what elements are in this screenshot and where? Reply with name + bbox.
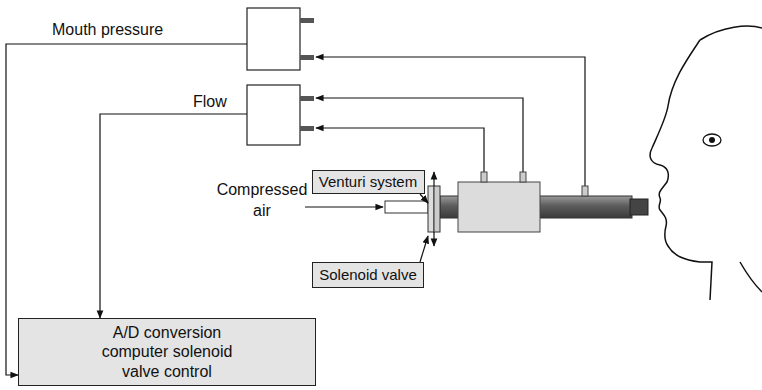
box-label: Venturi system (319, 173, 417, 191)
neck-line (740, 262, 762, 292)
pressure-transducer (247, 8, 300, 70)
head-profile (650, 40, 712, 300)
pointer-line (420, 236, 428, 262)
eye (703, 134, 721, 146)
pressure-port (582, 186, 588, 196)
valve-motion-arrow (433, 232, 434, 246)
pressure-port (481, 172, 487, 182)
head-profile (700, 26, 762, 40)
air-inlet (385, 201, 428, 213)
air-arrow (305, 206, 383, 207)
box-label: Solenoid valve (319, 266, 417, 284)
transducer-pin (300, 55, 314, 60)
component-box: Solenoid valve (312, 262, 424, 288)
signal-label: Flow (193, 92, 227, 113)
pressure-port (520, 172, 526, 182)
input-label: Compressed air (214, 180, 310, 222)
pointer-line (420, 194, 428, 203)
transducer-pin (300, 126, 314, 131)
valve-motion-arrow (433, 172, 434, 186)
transducer-pin (300, 18, 314, 23)
component-box: Venturi system (312, 170, 425, 194)
computer-box: A/D conversion computer solenoid valve c… (18, 318, 316, 386)
valve-plate (428, 186, 434, 232)
transducer-pin (300, 96, 314, 101)
pressure-tubing (316, 98, 523, 172)
signal-label: Mouth pressure (52, 20, 163, 41)
pneumotach-block (458, 182, 540, 232)
mouthpiece (630, 199, 648, 215)
flow-transducer (247, 85, 300, 145)
signal-line (100, 114, 247, 318)
pressure-tubing (316, 128, 484, 172)
pressure-tubing (316, 57, 585, 186)
box-label: A/D conversion computer solenoid valve c… (82, 323, 252, 381)
valve-plate (434, 186, 440, 232)
pupil (709, 137, 715, 143)
